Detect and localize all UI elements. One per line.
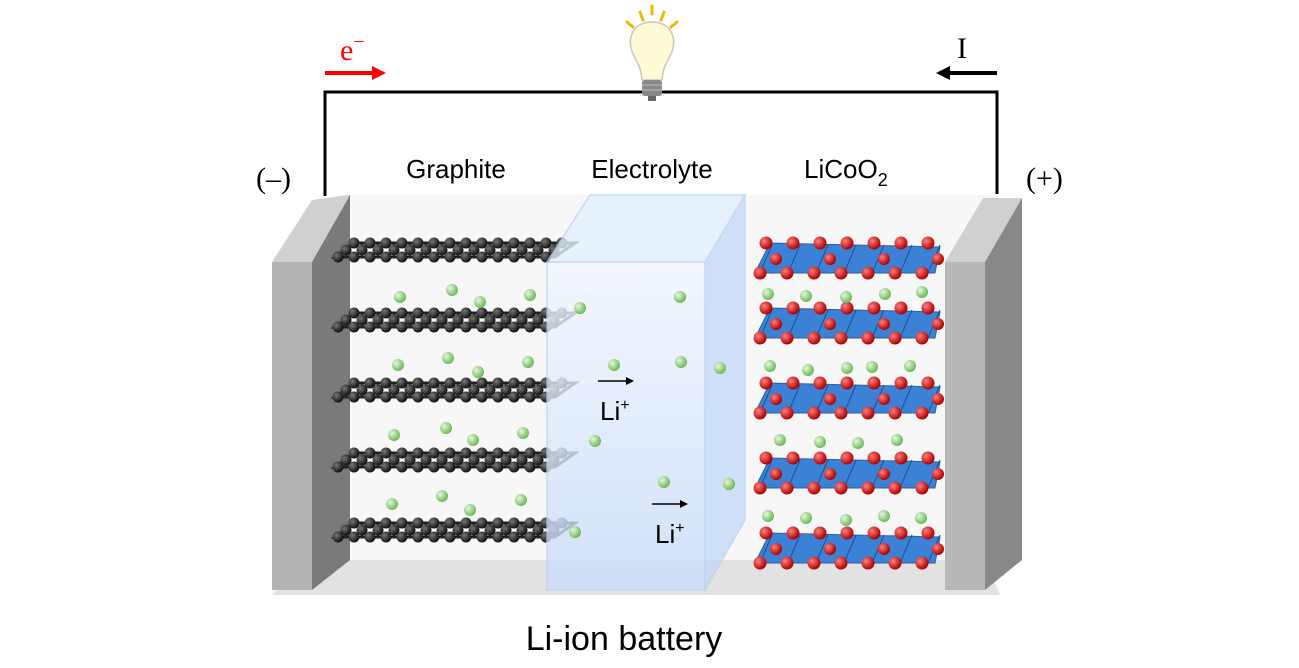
lithium-ion [723,478,735,490]
lithium-ion [674,291,686,303]
lithium-ion [852,437,864,449]
lithium-ion [879,288,891,300]
lithium-ion [800,290,812,302]
diagram-caption: Li-ion battery [526,620,723,658]
lithium-ion [841,362,853,374]
lithium-ion [517,427,529,439]
lithium-ion [891,434,903,446]
licoo2-label: LiCoO2 [804,154,888,190]
graphene-sheet [330,517,580,543]
current-label: I [957,32,967,65]
negative-terminal-label: (–) [256,162,291,195]
lithium-ion [800,512,812,524]
current-flow-arrow [936,66,997,80]
lithium-ion [762,288,774,300]
coo2-layer [753,451,944,495]
lithium-ion [764,360,776,372]
lithium-ion [522,356,534,368]
lithium-ion [589,435,601,447]
lithium-ion [392,359,404,371]
lithium-ions [386,284,928,538]
lithium-ion [608,359,620,371]
li-ion-label: Li+ [600,396,630,426]
coo2-layer [753,526,944,570]
graphite-label: Graphite [406,154,506,184]
lithium-ion [467,434,479,446]
lithium-ion [524,289,536,301]
lithium-ion [474,296,486,308]
lithium-ion [866,361,878,373]
lithium-ion [840,291,852,303]
li-ion-label: Li+ [655,519,685,549]
lithium-ion [442,352,454,364]
lithium-ion [569,526,581,538]
positive-electrode [945,198,1022,590]
lithium-ion [814,436,826,448]
lithium-ion [904,360,916,372]
lithium-ion [915,512,927,524]
licoo2-layers [753,236,944,570]
lithium-ion [878,510,890,522]
lithium-ion [440,422,452,434]
lithium-ion [515,494,527,506]
electrolyte-label: Electrolyte [591,154,712,184]
lithium-ion [802,364,814,376]
lithium-ion [388,429,400,441]
lithium-ion [386,498,398,510]
electron-label: e− [340,31,365,67]
lithium-ion [774,434,786,446]
lithium-ion [675,356,687,368]
lithium-ion [464,504,476,516]
lithium-ion [436,490,448,502]
positive-terminal-label: (+) [1026,162,1063,195]
coo2-layer [753,301,944,345]
electron-flow-arrow [325,66,386,80]
lithium-ion [916,286,928,298]
coo2-layer [753,376,944,420]
li-ion-migration-arrow [598,377,688,508]
lithium-ion [574,302,586,314]
lithium-ion [446,284,458,296]
lithium-ion [472,366,484,378]
lithium-ion [840,514,852,526]
negative-electrode [272,195,350,590]
lithium-ion [658,476,670,488]
light-bulb-icon [625,4,679,101]
lithium-ion [762,510,774,522]
lithium-ion [714,362,726,374]
lithium-ion [394,291,406,303]
graphene-sheet [330,447,580,473]
coo2-layer [753,236,944,280]
